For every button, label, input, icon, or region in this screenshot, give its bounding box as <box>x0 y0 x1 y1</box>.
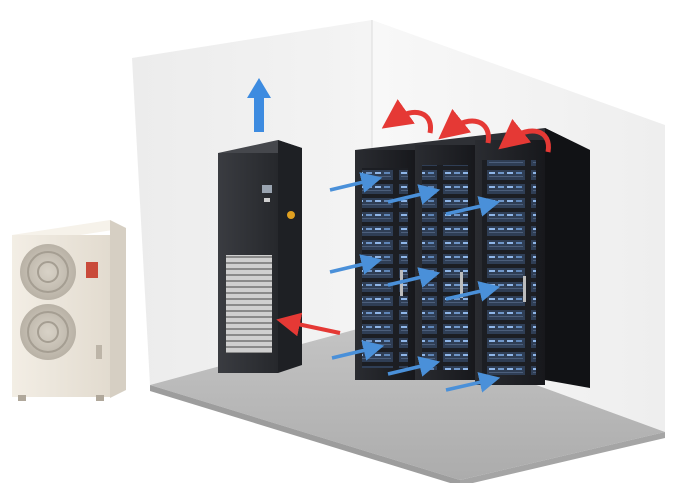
cold-air-arrow <box>329 172 383 193</box>
server-rack <box>355 150 415 380</box>
cold-air-arrow <box>445 372 501 393</box>
condenser-logo <box>86 262 98 278</box>
airflow <box>247 78 551 393</box>
hot-air-arrow <box>498 118 551 153</box>
supply-air-arrow <box>247 78 271 132</box>
control-display <box>262 185 272 193</box>
cold-air-arrow <box>387 267 441 288</box>
cold-air-arrow <box>331 340 385 361</box>
return-air-arrow <box>276 312 341 337</box>
server-rack <box>415 145 475 380</box>
cold-air-arrow <box>387 356 441 377</box>
emergency-stop <box>287 211 295 219</box>
cold-air-arrow <box>387 184 441 205</box>
return-air-grille <box>226 255 272 353</box>
outdoor-condenser-unit <box>12 220 126 401</box>
precision-air-conditioner <box>218 140 302 373</box>
hot-air-arrow <box>381 99 433 134</box>
cold-air-arrow <box>445 196 501 217</box>
server-racks <box>355 128 590 388</box>
hot-air-arrow <box>438 108 491 144</box>
cold-air-arrow <box>329 254 383 275</box>
cold-air-arrow <box>445 281 501 302</box>
server-rack <box>475 140 545 385</box>
